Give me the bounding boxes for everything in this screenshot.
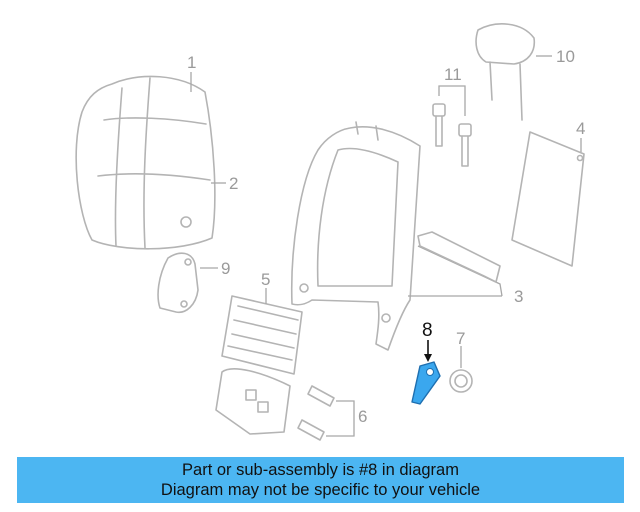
leader-11 (438, 85, 466, 116)
callout-6: 6 (358, 407, 367, 426)
callout-1: 1 (187, 53, 196, 72)
part-11-headrest-guides (432, 103, 472, 167)
callout-9: 9 (221, 259, 230, 278)
part-6-connectors (297, 385, 335, 441)
part-10-headrest (475, 23, 536, 121)
callout-11: 11 (444, 65, 462, 84)
callout-10: 10 (556, 47, 575, 66)
parts-diagram: 1 2 3 4 5 6 7 8 9 10 11 (75, 23, 585, 441)
banner-line-2: Diagram may not be specific to your vehi… (160, 481, 481, 499)
leader-8-arrow (424, 354, 432, 362)
part-3-seat-back-frame (290, 121, 421, 351)
callout-7: 7 (456, 329, 465, 348)
banner-line-1: Part or sub-assembly is #8 in diagram (182, 461, 459, 479)
part-5-spring-mat (215, 295, 303, 435)
callout-5: 5 (261, 270, 270, 289)
leader-6 (326, 400, 355, 437)
part-8-recliner-handle (411, 361, 441, 405)
part-9-side-trim (157, 252, 199, 314)
leader-3 (408, 245, 503, 297)
callout-3: 3 (514, 287, 523, 306)
part-4-back-panel (511, 131, 585, 267)
part-3-cross-bracket (417, 231, 501, 283)
callout-4: 4 (576, 119, 585, 138)
info-banner: Part or sub-assembly is #8 in diagram Di… (17, 457, 624, 503)
part-1-seat-back-cushion (75, 75, 216, 250)
callout-8: 8 (422, 320, 433, 341)
callout-2: 2 (229, 174, 238, 193)
part-7-knob (449, 369, 473, 393)
